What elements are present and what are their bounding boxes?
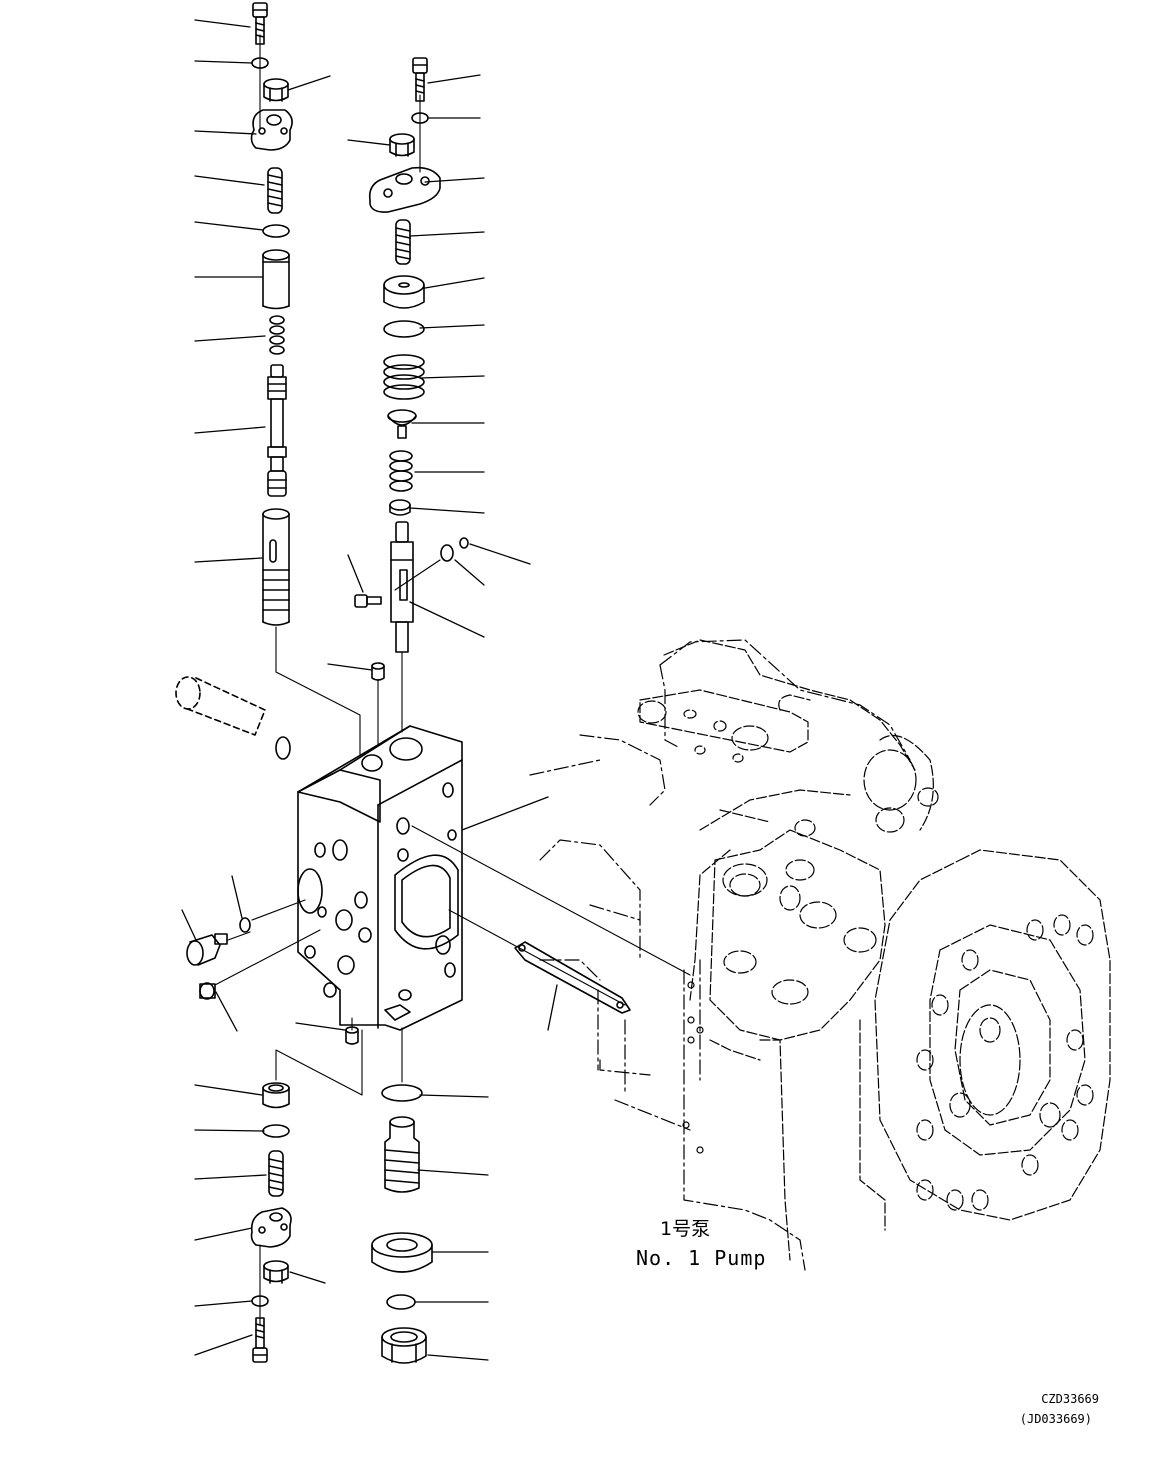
sleeve-left [262,508,290,626]
cap-right [383,275,425,309]
assembly-axes [214,34,691,1326]
flange-upper-left [250,109,293,151]
side-parts [175,676,631,1045]
nut-lower-left [263,1260,289,1284]
pump-phantom-outline [529,639,911,1271]
plug-left-side [186,933,228,966]
plug-lower-left-side [199,982,216,1000]
plug-bottom-right [381,1327,427,1364]
spring-right-1 [395,219,411,265]
o-ring-bottom-right [386,1294,416,1310]
spool-lower-right [384,1116,420,1193]
long-bolt-dashed [175,676,266,736]
o-ring-right-1 [383,320,425,338]
spring-right-2 [383,354,425,400]
snap-ring [251,57,269,69]
bolt-top-right [412,57,428,102]
cap-lower-right [371,1232,433,1273]
piston-left [262,249,290,310]
pump-body [637,639,1111,1261]
nut-small-right [389,499,411,516]
spring-left-2 [269,315,285,355]
bolt-top-left [252,2,268,45]
washer-side-right [440,537,469,562]
spring-left-1 [267,167,283,214]
drawing-code: CZD33669 [1041,1392,1099,1406]
bolt-lower-left [252,1317,268,1363]
o-ring-lower-left [262,1124,290,1138]
spring-lower-left [268,1150,284,1197]
seat-right [387,409,417,439]
drawing-code-alternate: (JD033669) [1019,1412,1092,1426]
snap-ring-top-right [411,112,429,124]
valve-body [297,725,463,1031]
plug-under-body [345,1026,359,1045]
pump-side-holes [682,981,704,1154]
left-column-parts [250,2,293,1363]
right-column-parts [354,57,469,1364]
flange-upper-right [368,166,441,213]
gasket-plate [514,941,631,1014]
o-ring-lower-right [381,1084,423,1102]
leader-lines-right [181,74,558,1361]
pump-label-english: No. 1 Pump [636,1246,767,1270]
nut-upper-left [263,78,289,102]
leader-lines-left [194,19,331,1356]
o-ring-side [275,736,291,760]
pump-label-japanese: 1号泵 [660,1218,711,1240]
spool-right [390,521,414,653]
nut-upper-right [389,133,415,157]
snap-ring-lower [251,1295,269,1307]
bolt-side-right [354,594,382,608]
o-ring-left-side [239,917,251,933]
bushing-lower-left [262,1082,290,1109]
spring-right-3 [389,450,413,492]
flange-lower-left [250,1207,292,1248]
plug-top-right [371,662,385,681]
o-ring-left-1 [262,224,290,238]
spool-left [267,364,287,497]
